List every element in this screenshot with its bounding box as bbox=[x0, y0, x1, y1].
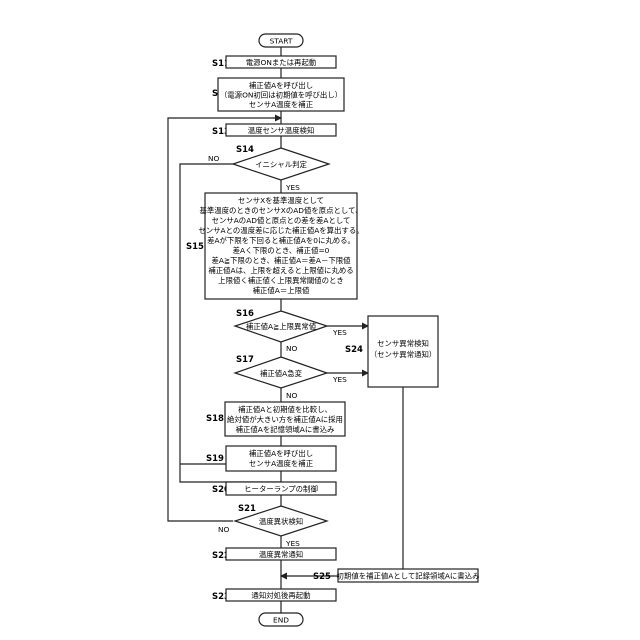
process-text-s23: 通知対処後再起動 bbox=[251, 591, 310, 600]
process-text-s24-line2: （センサ異常通知） bbox=[370, 350, 437, 359]
process-text-s15-line1: センサXを基準温度として bbox=[238, 196, 324, 205]
branch-label-s17-no: NO bbox=[286, 391, 298, 400]
decision-text-s21: 温度異状検知 bbox=[259, 517, 303, 526]
process-text-s15-line2: 基準温度のときのセンサXのAD値を原点として、 bbox=[199, 206, 362, 215]
step-id-s21: S21 bbox=[238, 504, 256, 514]
process-text-s18-line1: 補正値Aと初期値を比較し、 bbox=[238, 405, 332, 414]
start-label: START bbox=[270, 37, 293, 46]
process-text-s11: 電源ONまたは再起動 bbox=[246, 58, 316, 67]
step-id-s14: S14 bbox=[236, 145, 254, 155]
process-text-s24-line1: センサ異常検知 bbox=[377, 339, 429, 348]
process-text-s18-line3: 補正値Aを記憶領域Aに書込み bbox=[236, 425, 335, 434]
process-text-s12-line1: 補正値Aを呼び出し bbox=[249, 81, 313, 90]
process-text-s12-line3: センサA温度を補正 bbox=[249, 100, 314, 109]
process-text-s15-line4: センサAとの温度差に応じた補正値Aを算出する。 bbox=[198, 226, 363, 235]
process-text-s15-line10: 補正値A＝上限値 bbox=[253, 286, 310, 295]
process-text-s15-line8: 補正値Aは、上限を超えると上限値に丸める bbox=[208, 266, 353, 275]
process-text-s15-line5: 差Aが下限を下回ると補正値Aを0に丸める。 bbox=[207, 236, 355, 245]
step-id-s25: S25 bbox=[313, 572, 331, 582]
step-id-s24: S24 bbox=[345, 345, 363, 355]
process-text-s22: 温度異常通知 bbox=[259, 550, 303, 559]
step-id-s18: S18 bbox=[206, 414, 224, 424]
branch-label-s21-yes: YES bbox=[285, 539, 300, 548]
branch-label-s21-no: NO bbox=[218, 525, 230, 534]
process-text-s19-line1: 補正値Aを呼び出し bbox=[249, 449, 313, 458]
branch-label-s17-yes: YES bbox=[332, 375, 347, 384]
decision-text-s16: 補正値A≧上限異常値 bbox=[246, 322, 317, 331]
process-text-s19-line2: センサA温度を補正 bbox=[249, 459, 314, 468]
branch-label-s16-yes: YES bbox=[332, 328, 347, 337]
process-text-s15-line6: 差Aく下限のとき、補正値=0 bbox=[233, 246, 330, 255]
branch-label-s16-no: NO bbox=[286, 344, 298, 353]
process-text-s25: 初期値を補正値Aとして記録領域Aに書込み bbox=[337, 572, 480, 581]
step-id-s15: S15 bbox=[186, 242, 204, 252]
decision-text-s17: 補正値A急変 bbox=[260, 369, 303, 378]
branch-label-s14-yes: YES bbox=[285, 183, 300, 192]
process-text-s15-line3: センサAのAD値と原点との差を差Aとして bbox=[212, 216, 351, 225]
process-text-s20: ヒーターランプの制御 bbox=[244, 485, 318, 494]
process-text-s15-line9: 上限値く補正値く上限異常閾値のとき bbox=[218, 276, 344, 285]
process-text-s18-line2: 絶対値が大きい方を補正値Aに採用 bbox=[227, 415, 343, 424]
process-text-s15-line7: 差A≧下限のとき、補正値A＝差A－下限値 bbox=[211, 256, 351, 265]
step-id-s19: S19 bbox=[206, 454, 224, 464]
decision-text-s14: イニシャル判定 bbox=[255, 160, 307, 169]
process-text-s13: 温度センサ温度検知 bbox=[248, 126, 315, 135]
step-id-s16: S16 bbox=[236, 309, 254, 319]
end-label: END bbox=[273, 616, 289, 625]
step-id-s17: S17 bbox=[236, 355, 254, 365]
branch-label-s14-no: NO bbox=[208, 154, 220, 163]
process-text-s12-line2: （電源ON初回は初期値を呼び出し） bbox=[220, 91, 342, 100]
